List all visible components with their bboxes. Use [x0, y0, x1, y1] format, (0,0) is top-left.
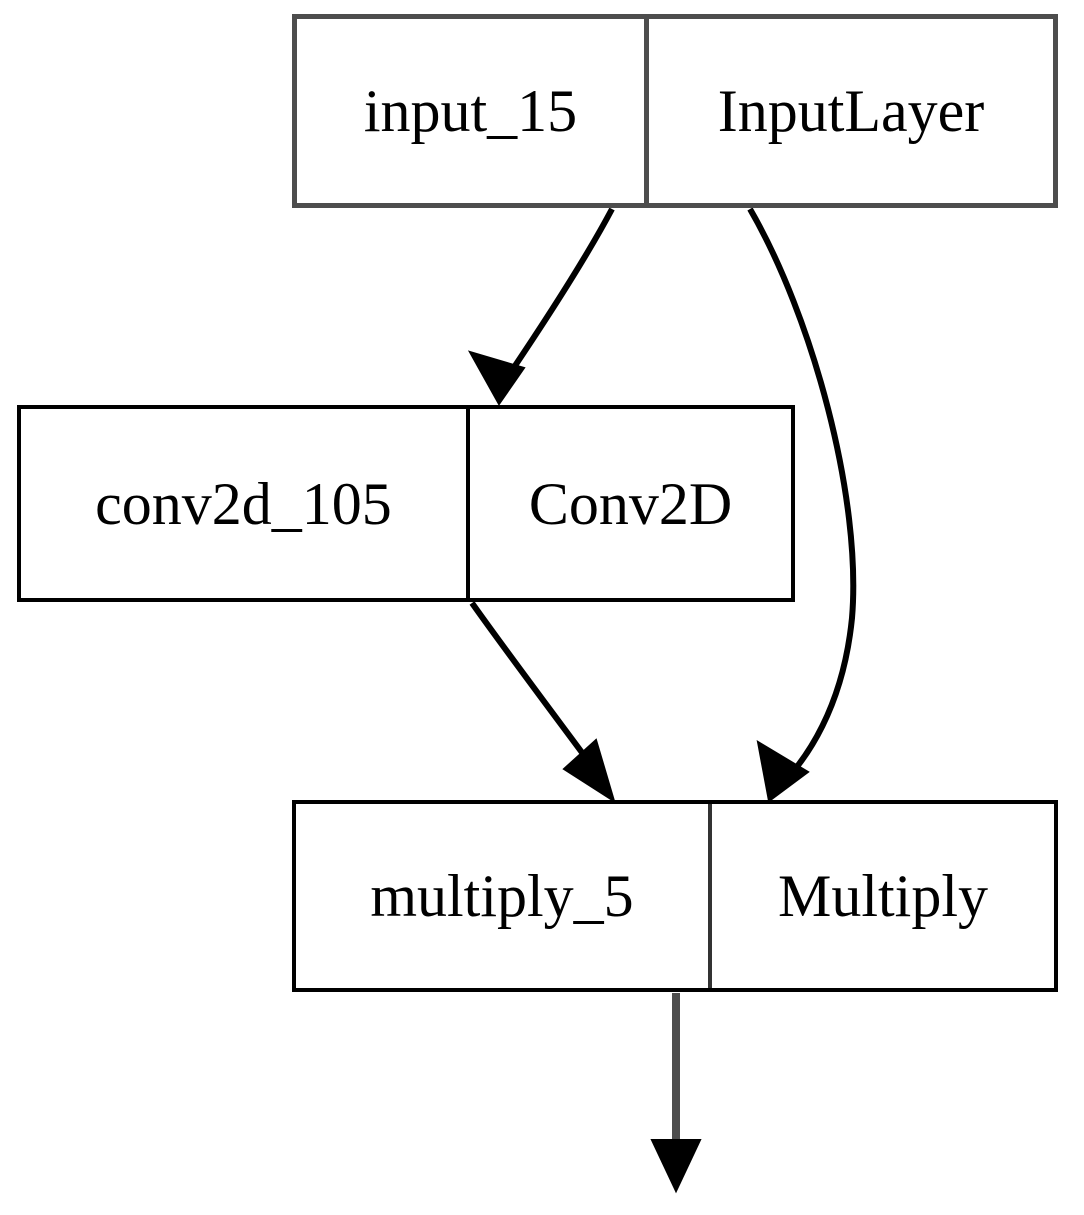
node-name-label: input_15	[363, 78, 578, 144]
node-name-cell: multiply_5	[296, 804, 712, 988]
node-type-cell: InputLayer	[649, 19, 1053, 203]
graph-node-input-15[interactable]: input_15 InputLayer	[292, 14, 1058, 208]
arrowhead-icon	[562, 738, 616, 804]
node-name-label: multiply_5	[370, 863, 634, 929]
graph-node-conv2d-105[interactable]: conv2d_105 Conv2D	[17, 405, 795, 602]
edge-input-to-conv2d	[467, 207, 615, 406]
arrowhead-icon	[650, 1139, 702, 1194]
edge-input-to-multiply	[747, 207, 857, 803]
node-name-cell: conv2d_105	[21, 409, 470, 598]
arrowhead-icon	[756, 739, 810, 803]
graph-node-multiply-5[interactable]: multiply_5 Multiply	[292, 800, 1058, 992]
node-type-cell: Conv2D	[470, 409, 791, 598]
arrowhead-icon	[467, 350, 526, 406]
node-type-label: Multiply	[777, 863, 989, 929]
edge-multiply-to-output	[650, 993, 702, 1194]
node-name-label: conv2d_105	[95, 470, 392, 537]
edge-line	[497, 207, 615, 390]
node-type-cell: Multiply	[712, 804, 1054, 988]
node-type-label: InputLayer	[717, 78, 985, 144]
edge-line	[747, 207, 857, 789]
node-name-cell: input_15	[297, 19, 649, 203]
node-type-label: Conv2D	[528, 470, 733, 537]
edge-conv2d-to-multiply	[469, 601, 616, 804]
